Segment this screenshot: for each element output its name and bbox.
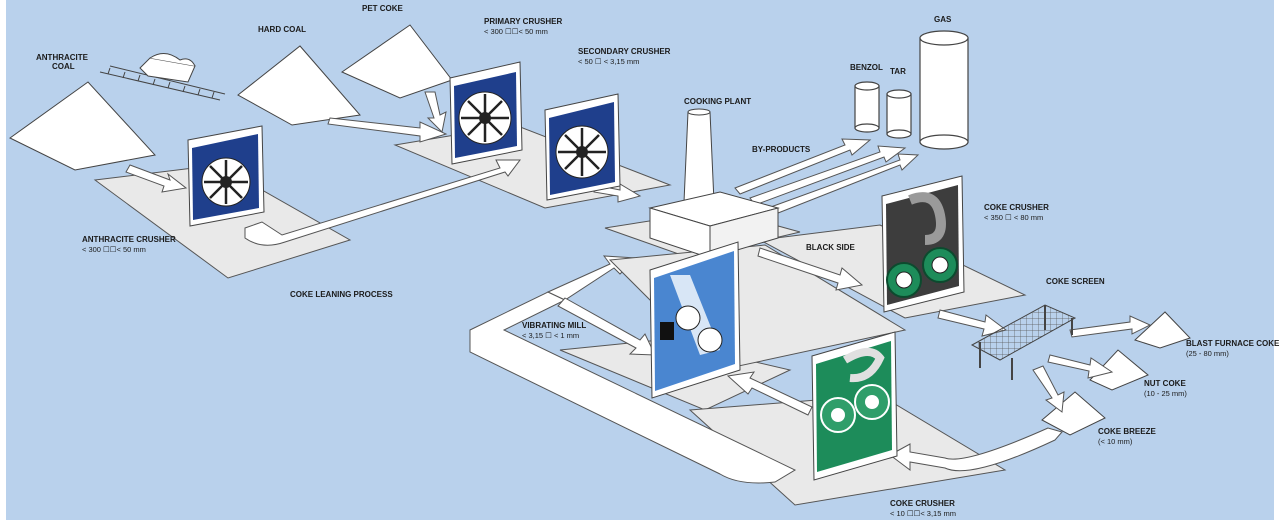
label-coke-crusher-top: COKE CRUSHER xyxy=(984,203,1049,212)
arrow-anthracite-to-secondary xyxy=(244,159,521,246)
arrow-loop-to-mill xyxy=(557,297,656,356)
hard-coal-pile xyxy=(237,45,361,126)
label-cooking-plant: COOKING PLANT xyxy=(684,97,751,106)
coke-return-loop xyxy=(469,291,797,484)
label-coke-crusher-top-range: < 350 ☐ < 80 mm xyxy=(984,213,1043,222)
label-blast-furnace-coke-range: (25 - 80 mm) xyxy=(1186,349,1229,358)
anthracite-coal-pile xyxy=(9,81,156,171)
label-hard-coal: HARD COAL xyxy=(258,25,306,34)
label-blast-furnace-coke: BLAST FURNACE COKE xyxy=(1186,339,1280,348)
coke-crusher-top-panel xyxy=(881,175,965,313)
label-vibrating-mill: VIBRATING MILL xyxy=(522,321,586,330)
label-coal: COAL xyxy=(52,62,75,71)
arrow-screen-to-nut xyxy=(1047,354,1114,379)
arrow-plant-to-cokecrusher xyxy=(757,247,864,291)
primary-crusher-panel xyxy=(449,61,523,165)
gas-tank-icon xyxy=(919,30,969,150)
coke-breeze-pile xyxy=(1041,391,1106,436)
label-nut-coke-range: (10 - 25 mm) xyxy=(1144,389,1187,398)
secondary-crusher-panel xyxy=(544,93,621,201)
arrow-screen-to-breeze xyxy=(1032,365,1065,413)
label-nut-coke: NUT COKE xyxy=(1144,379,1186,388)
arrow-crusher-to-mill xyxy=(726,371,813,416)
anthracite-crusher-pad xyxy=(93,164,352,279)
coke-screen-icon xyxy=(970,304,1077,380)
label-primary-crusher-range: < 300 ☐☐< 50 mm xyxy=(484,27,548,36)
label-secondary-crusher: SECONDARY CRUSHER xyxy=(578,47,671,56)
label-tar: TAR xyxy=(890,67,906,76)
chimney-top xyxy=(687,108,711,116)
label-benzol: BENZOL xyxy=(850,63,883,72)
label-coke-crusher-bottom-range: < 10 ☐☐< 3,15 mm xyxy=(890,509,956,518)
arrow-petcoke-to-primary xyxy=(424,91,447,134)
label-coke-screen: COKE SCREEN xyxy=(1046,277,1105,286)
label-gas: GAS xyxy=(934,15,952,24)
label-anthracite-crusher: ANTHRACITE CRUSHER xyxy=(82,235,176,244)
label-pet-coke: PET COKE xyxy=(362,4,404,13)
vibrating-mill-panel xyxy=(649,241,741,399)
label-anthracite-crusher-range: < 300 ☐☐< 50 mm xyxy=(82,245,146,254)
anthracite-crusher-panel xyxy=(187,125,265,227)
rail-wagon-icon xyxy=(99,53,226,101)
arrow-byproduct-1 xyxy=(734,138,872,195)
label-anthracite: ANTHRACITE xyxy=(36,53,89,62)
label-coke-breeze: COKE BREEZE xyxy=(1098,427,1156,436)
tar-tank-icon xyxy=(886,89,912,139)
label-vibrating-mill-range: < 3,15 ☐ < 1 mm xyxy=(522,331,579,340)
arrow-anthracite-to-crusher xyxy=(125,164,188,193)
arrow-byproduct-2 xyxy=(749,145,907,206)
arrow-byproduct-3 xyxy=(767,153,920,216)
label-primary-crusher: PRIMARY CRUSHER xyxy=(484,17,562,26)
label-coke-crusher-bottom: COKE CRUSHER xyxy=(890,499,955,508)
label-coke-leaning-process: COKE LEANING PROCESS xyxy=(290,290,393,299)
blast-furnace-coke-pile xyxy=(1134,311,1191,349)
benzol-tank-icon xyxy=(854,81,880,133)
label-black-side: BLACK SIDE xyxy=(806,243,856,252)
label-secondary-crusher-range: < 50 ☐ < 3,15 mm xyxy=(578,57,639,66)
label-coke-breeze-range: (< 10 mm) xyxy=(1098,437,1133,446)
chimney-icon xyxy=(683,111,715,203)
arrow-screen-to-blast xyxy=(1069,315,1152,338)
label-by-products: BY-PRODUCTS xyxy=(752,145,811,154)
nut-coke-pile xyxy=(1089,349,1149,391)
coke-crusher-bottom-panel xyxy=(811,331,898,481)
arrow-hardcoal-to-primary xyxy=(327,117,448,143)
